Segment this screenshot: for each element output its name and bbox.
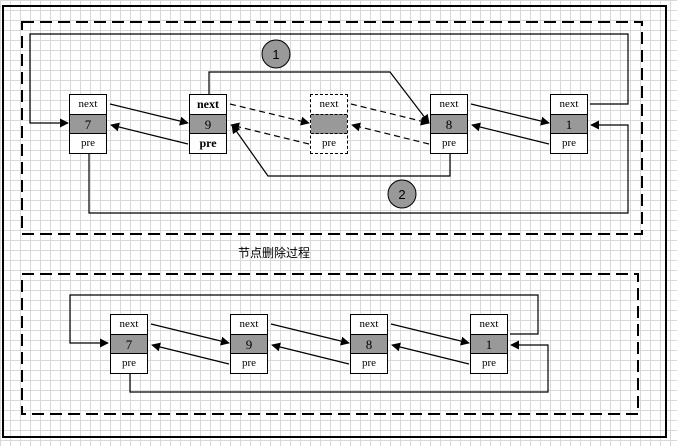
- caption: 节点删除过程: [238, 246, 311, 260]
- bottom-node-7: next 7 pre: [110, 314, 148, 374]
- pre-label: pre: [441, 137, 457, 149]
- top-node-8: next 8 pre: [430, 94, 468, 154]
- node-value: 8: [351, 334, 387, 354]
- svg-text:2: 2: [398, 187, 405, 202]
- node-value: 1: [471, 334, 507, 354]
- bottom-node-1: next 1 pre: [470, 314, 508, 374]
- top-node-1: next 1 pre: [550, 94, 588, 154]
- pre-label: pre: [80, 137, 96, 149]
- next-label: next: [197, 97, 219, 111]
- bottom-pre-9-7: [151, 342, 230, 365]
- node-value: 1: [551, 114, 587, 134]
- top-pre-8-removed: [351, 122, 430, 145]
- bottom-pre-8-9: [271, 342, 350, 365]
- node-value: 9: [231, 334, 267, 354]
- node-value: [311, 114, 347, 134]
- step-badge-1: 1: [261, 39, 291, 69]
- top-next-7-9: [109, 103, 189, 126]
- top-circular-pre-7-1: [88, 120, 629, 214]
- top-next-8-1: [470, 103, 550, 126]
- outer-frame: [2, 5, 667, 438]
- bypass-next-9-to-8: [208, 71, 430, 124]
- next-label: next: [559, 98, 579, 110]
- bottom-node-9: next 9 pre: [230, 314, 268, 374]
- top-pre-1-8: [471, 122, 550, 145]
- pre-label: pre: [361, 357, 377, 369]
- top-node-7: next 7 pre: [69, 94, 107, 154]
- bottom-next-9-8: [270, 323, 350, 346]
- top-node-removed: next pre: [310, 94, 348, 154]
- pre-label: pre: [121, 357, 137, 369]
- top-pre-9-7: [110, 122, 189, 145]
- top-circular-next-1-7: [29, 33, 629, 128]
- pre-label: pre: [199, 136, 217, 150]
- bottom-node-8: next 8 pre: [350, 314, 388, 374]
- pre-label: pre: [561, 137, 577, 149]
- top-next-removed-8: [350, 103, 430, 126]
- next-label: next: [319, 98, 339, 110]
- top-section-frame: [21, 21, 643, 235]
- next-label: next: [439, 98, 459, 110]
- top-node-9: next 9 pre: [189, 94, 227, 154]
- next-label: next: [78, 98, 98, 110]
- bottom-next-7-9: [150, 323, 230, 346]
- node-value: 7: [70, 114, 106, 134]
- next-label: next: [479, 318, 499, 330]
- next-label: next: [239, 318, 259, 330]
- top-next-9-removed: [229, 103, 310, 126]
- bottom-section-frame: [21, 273, 639, 415]
- node-value: 9: [190, 114, 226, 134]
- step-badge-2: 2: [387, 179, 417, 209]
- bottom-next-8-1: [390, 323, 470, 346]
- pre-label: pre: [321, 137, 337, 149]
- bypass-pre-8-to-9: [231, 124, 451, 177]
- node-value: 8: [431, 114, 467, 134]
- bottom-pre-1-8: [391, 342, 470, 365]
- pre-label: pre: [241, 357, 257, 369]
- next-label: next: [119, 318, 139, 330]
- top-pre-removed-9: [230, 122, 310, 145]
- bottom-circular-next-1-7: [69, 294, 539, 348]
- svg-text:1: 1: [272, 47, 279, 62]
- pre-label: pre: [481, 357, 497, 369]
- next-label: next: [359, 318, 379, 330]
- bottom-circular-pre-7-1: [129, 340, 549, 393]
- node-value: 7: [111, 334, 147, 354]
